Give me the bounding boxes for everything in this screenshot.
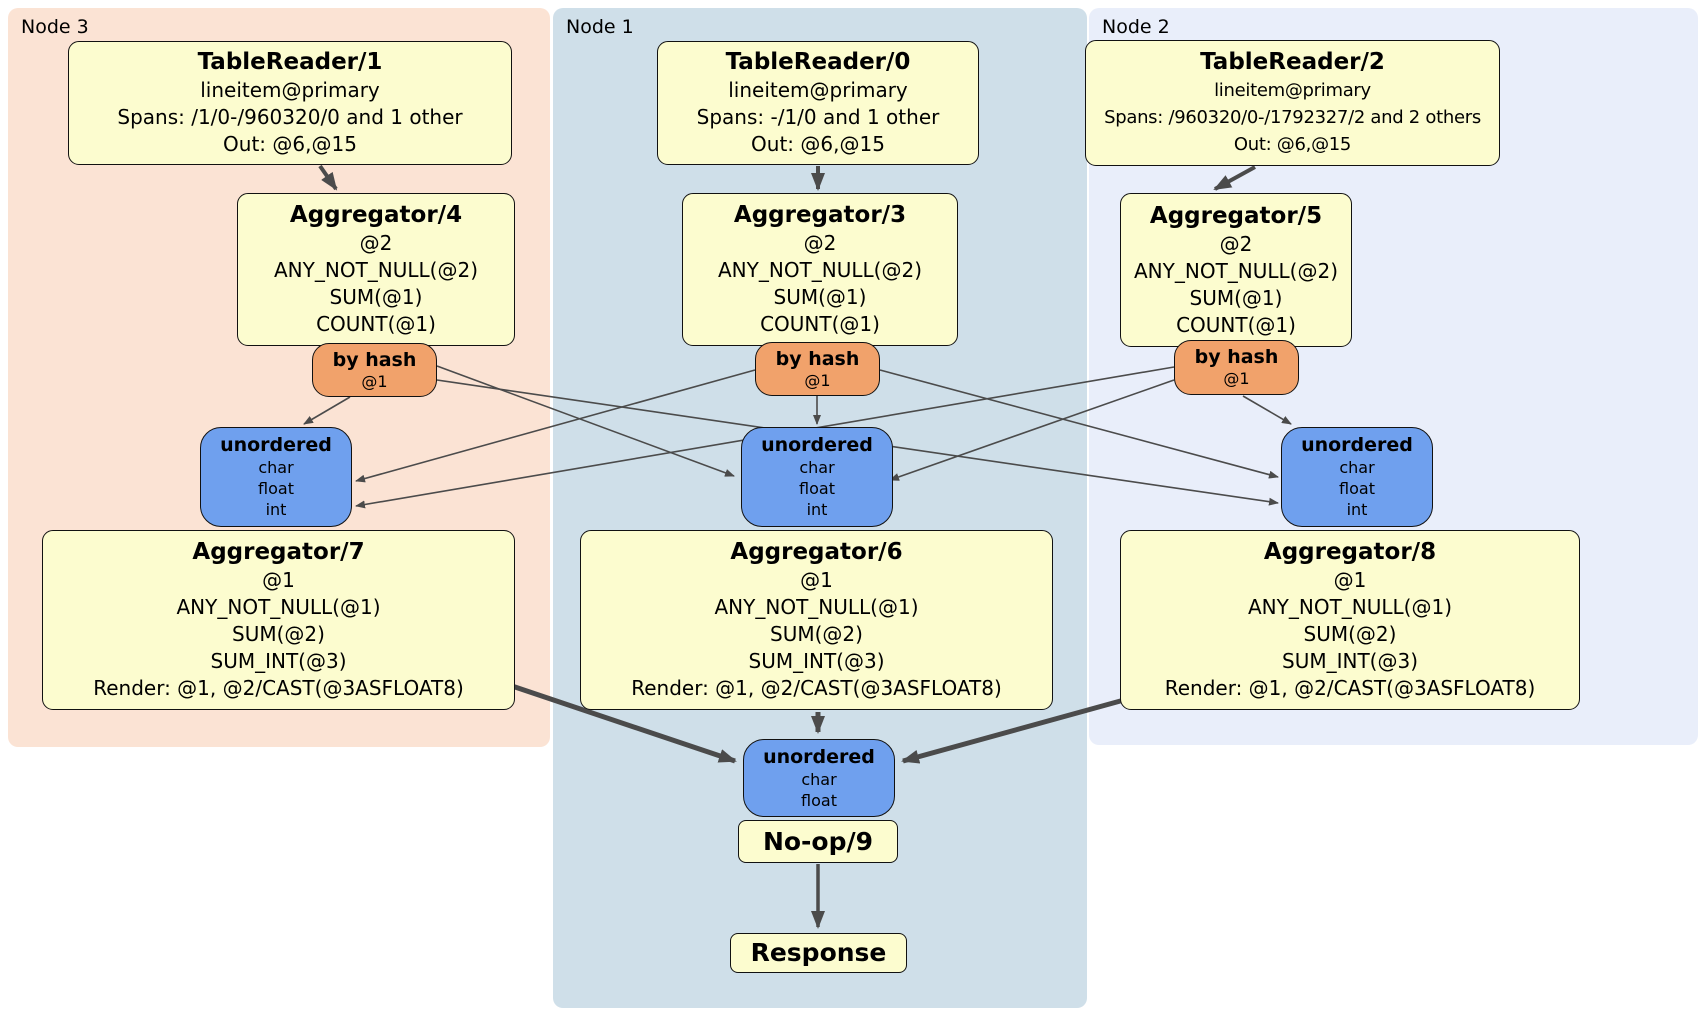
box-line: int xyxy=(265,500,287,519)
box-title: Response xyxy=(750,938,887,967)
router-by-hash-node1: by hash @1 xyxy=(755,342,880,396)
box-response: Response xyxy=(730,933,907,973)
box-line: char xyxy=(801,769,837,789)
box-line: char xyxy=(1339,458,1375,477)
box-line: SUM_INT(@3) xyxy=(210,649,347,673)
box-line: float xyxy=(801,790,837,810)
box-line: SUM(@2) xyxy=(232,622,325,646)
box-line: @2 xyxy=(803,231,837,255)
box-title: Aggregator/3 xyxy=(733,202,907,228)
box-title: unordered xyxy=(761,434,873,456)
box-tablereader-1: TableReader/1 lineitem@primary Spans: /1… xyxy=(68,41,512,165)
box-line: SUM(@1) xyxy=(773,285,867,309)
box-line: char xyxy=(799,458,835,477)
box-line: ANY_NOT_NULL(@2) xyxy=(1134,258,1338,283)
box-title: TableReader/1 xyxy=(197,49,383,75)
region-label-node2: Node 2 xyxy=(1102,16,1170,38)
box-line: float xyxy=(258,479,294,498)
box-line: lineitem@primary xyxy=(1214,80,1371,101)
box-line: SUM(@1) xyxy=(1189,285,1283,310)
box-line: float xyxy=(1339,479,1375,498)
box-line: SUM(@1) xyxy=(329,285,423,309)
box-line: Spans: /1/0-/960320/0 and 1 other xyxy=(117,105,463,129)
box-line: @1 xyxy=(262,568,295,592)
box-line: ANY_NOT_NULL(@2) xyxy=(274,258,478,282)
box-line: Render: @1, @2/CAST(@3ASFLOAT8) xyxy=(93,676,464,700)
box-line: Spans: -/1/0 and 1 other xyxy=(696,105,940,129)
box-tablereader-0: TableReader/0 lineitem@primary Spans: -/… xyxy=(657,41,979,165)
box-title: Aggregator/8 xyxy=(1263,539,1437,565)
box-line: Render: @1, @2/CAST(@3ASFLOAT8) xyxy=(631,676,1002,700)
box-line: char xyxy=(258,458,294,477)
box-line: int xyxy=(806,500,828,519)
box-title: unordered xyxy=(763,745,875,768)
box-line: Out: @6,@15 xyxy=(1233,134,1352,155)
box-title: TableReader/2 xyxy=(1200,49,1385,75)
box-title: Aggregator/6 xyxy=(730,539,903,565)
box-line: @1 xyxy=(800,568,833,592)
box-line: @1 xyxy=(804,370,831,390)
box-tablereader-2: TableReader/2 lineitem@primary Spans: /9… xyxy=(1085,40,1500,166)
box-title: Aggregator/7 xyxy=(192,539,365,565)
box-line: Render: @1, @2/CAST(@3ASFLOAT8) xyxy=(1164,676,1536,700)
box-title: by hash xyxy=(332,348,417,371)
box-title: No-op/9 xyxy=(762,826,874,856)
region-label-node3: Node 3 xyxy=(21,16,89,38)
sync-unordered-final: unordered char float xyxy=(743,739,895,817)
box-line: SUM(@2) xyxy=(770,622,863,646)
box-aggregator-7: Aggregator/7 @1 ANY_NOT_NULL(@1) SUM(@2)… xyxy=(42,530,515,710)
box-title: unordered xyxy=(1301,434,1413,456)
box-title: Aggregator/4 xyxy=(289,202,463,228)
box-line: int xyxy=(1346,500,1368,519)
box-line: COUNT(@1) xyxy=(760,312,880,336)
box-line: float xyxy=(799,479,835,498)
box-line: @1 xyxy=(1223,369,1250,388)
box-line: ANY_NOT_NULL(@1) xyxy=(1248,595,1452,619)
box-line: ANY_NOT_NULL(@1) xyxy=(176,595,381,619)
box-title: TableReader/0 xyxy=(725,49,911,75)
box-title: unordered xyxy=(220,434,332,456)
box-noop-9: No-op/9 xyxy=(738,820,898,863)
box-aggregator-6: Aggregator/6 @1 ANY_NOT_NULL(@1) SUM(@2)… xyxy=(580,530,1053,710)
router-by-hash-node3: by hash @1 xyxy=(312,343,437,397)
box-line: lineitem@primary xyxy=(728,78,908,102)
box-line: ANY_NOT_NULL(@1) xyxy=(714,595,919,619)
box-title: by hash xyxy=(775,347,860,370)
box-line: Spans: /960320/0-/1792327/2 and 2 others xyxy=(1104,107,1481,128)
box-line: COUNT(@1) xyxy=(1176,312,1296,337)
router-by-hash-node2: by hash @1 xyxy=(1174,340,1299,395)
box-title: Aggregator/5 xyxy=(1149,202,1323,229)
box-line: Out: @6,@15 xyxy=(223,132,357,156)
box-aggregator-4: Aggregator/4 @2 ANY_NOT_NULL(@2) SUM(@1)… xyxy=(237,193,515,346)
box-line: Out: @6,@15 xyxy=(751,132,885,156)
box-line: COUNT(@1) xyxy=(316,312,436,336)
box-aggregator-8: Aggregator/8 @1 ANY_NOT_NULL(@1) SUM(@2)… xyxy=(1120,530,1580,710)
box-line: ANY_NOT_NULL(@2) xyxy=(718,258,922,282)
sync-unordered-node1: unordered char float int xyxy=(741,427,893,527)
box-aggregator-3: Aggregator/3 @2 ANY_NOT_NULL(@2) SUM(@1)… xyxy=(682,193,958,346)
box-line: SUM_INT(@3) xyxy=(1282,649,1418,673)
box-aggregator-5: Aggregator/5 @2 ANY_NOT_NULL(@2) SUM(@1)… xyxy=(1120,193,1352,347)
box-line: SUM_INT(@3) xyxy=(748,649,885,673)
box-line: @2 xyxy=(359,231,393,255)
box-line: lineitem@primary xyxy=(200,78,380,102)
region-label-node1: Node 1 xyxy=(566,16,634,38)
box-line: @1 xyxy=(361,371,388,391)
box-line: SUM(@2) xyxy=(1303,622,1397,646)
box-line: @1 xyxy=(1333,568,1367,592)
sync-unordered-node3: unordered char float int xyxy=(200,427,352,527)
sync-unordered-node2: unordered char float int xyxy=(1281,427,1433,527)
box-title: by hash xyxy=(1194,346,1279,368)
box-line: @2 xyxy=(1219,231,1253,256)
